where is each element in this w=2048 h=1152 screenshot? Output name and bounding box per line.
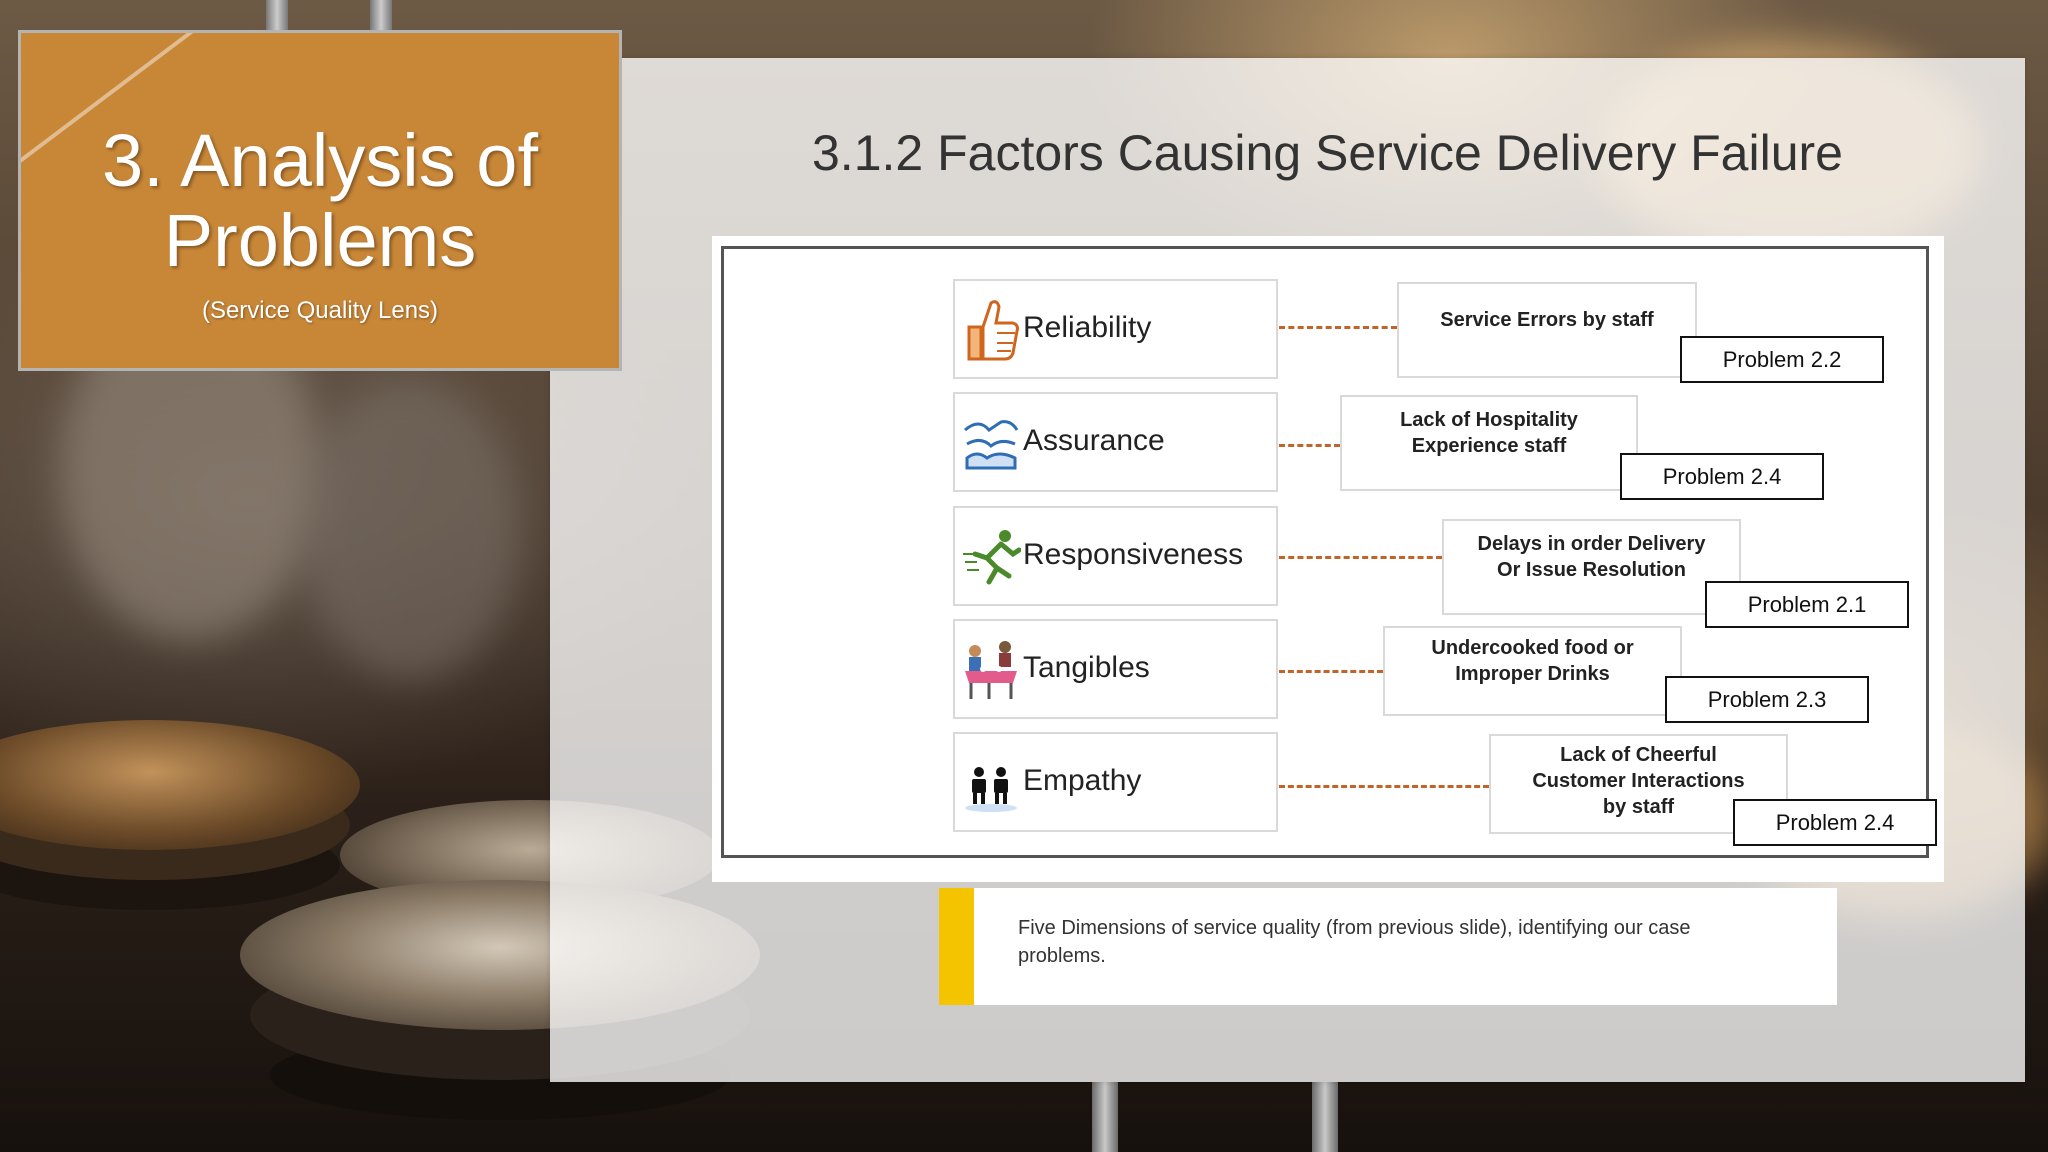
people-icon bbox=[965, 767, 1017, 812]
dimension-reliability: Reliability bbox=[953, 279, 1278, 379]
dining-table-icon bbox=[965, 641, 1017, 699]
running-person-icon bbox=[963, 530, 1021, 585]
dimension-responsiveness: Responsiveness bbox=[953, 506, 1278, 606]
dimension-label: Responsiveness bbox=[1023, 538, 1244, 571]
section-title-text: 3. Analysis of Problems bbox=[101, 119, 538, 282]
dimension-label: Reliability bbox=[1023, 311, 1152, 344]
connector-line bbox=[1279, 556, 1442, 559]
section-subtitle: (Service Quality Lens) bbox=[201, 297, 439, 324]
dimension-label: Empathy bbox=[1023, 764, 1142, 797]
issue-box: Lack of Hospitality Experience staff bbox=[1340, 395, 1638, 491]
issue-box: Service Errors by staff bbox=[1397, 282, 1697, 378]
issue-text: Lack of Cheerful Customer Interactions b… bbox=[1532, 744, 1745, 818]
problem-label: Problem 2.4 bbox=[1733, 799, 1937, 846]
issue-text: Service Errors by staff bbox=[1440, 309, 1654, 331]
slide-title: 3.1.2 Factors Causing Service Delivery F… bbox=[812, 125, 1843, 181]
caption-text: Five Dimensions of service quality (from… bbox=[1018, 917, 1691, 967]
dimension-empathy: Empathy bbox=[953, 732, 1278, 832]
problem-label: Problem 2.2 bbox=[1680, 336, 1884, 383]
connector-line bbox=[1279, 670, 1383, 673]
issue-text: Delays in order Delivery Or Issue Resolu… bbox=[1477, 533, 1706, 581]
handshake-icon bbox=[964, 420, 1019, 470]
section-title: 3. Analysis of Problems bbox=[21, 121, 619, 281]
connector-line bbox=[1279, 444, 1340, 447]
issue-text: Undercooked food or Improper Drinks bbox=[1431, 637, 1634, 685]
dimension-label: Assurance bbox=[1023, 424, 1165, 457]
problem-label: Problem 2.3 bbox=[1665, 676, 1869, 723]
dimension-label: Tangibles bbox=[1023, 651, 1150, 684]
dimension-assurance: Assurance bbox=[953, 392, 1278, 492]
problem-label: Problem 2.4 bbox=[1620, 453, 1824, 500]
issue-text: Lack of Hospitality Experience staff bbox=[1400, 409, 1578, 457]
dimension-tangibles: Tangibles bbox=[953, 619, 1278, 719]
caption-accent-bar bbox=[939, 888, 974, 1005]
issue-box: Delays in order Delivery Or Issue Resolu… bbox=[1442, 519, 1741, 615]
problem-label: Problem 2.1 bbox=[1705, 581, 1909, 628]
issue-box: Undercooked food or Improper Drinks bbox=[1383, 626, 1682, 716]
section-title-card: 3. Analysis of Problems (Service Quality… bbox=[18, 30, 622, 371]
thumbs-up-icon bbox=[967, 300, 1019, 361]
connector-line bbox=[1279, 326, 1397, 329]
caption-box: Five Dimensions of service quality (from… bbox=[939, 888, 1837, 1005]
connector-line bbox=[1279, 785, 1489, 788]
